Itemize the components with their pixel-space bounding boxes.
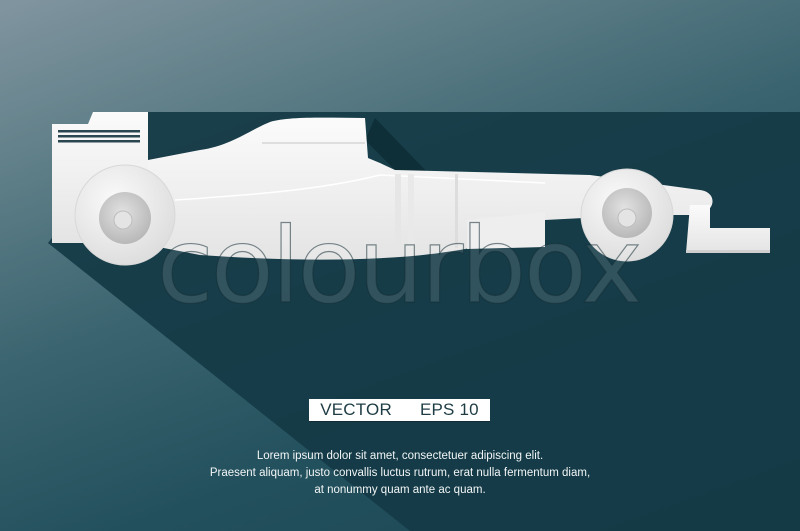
watermark-text: colourbox <box>157 205 640 327</box>
rear-wheel <box>74 164 176 266</box>
description-line: at nonummy quam ante ac quam. <box>314 484 486 496</box>
description-line: Lorem ipsum dolor sit amet, consectetuer… <box>256 450 544 462</box>
format-badge: VECTOR EPS 10 <box>309 399 490 421</box>
front-wheel <box>580 168 674 262</box>
description-line: Praesent aliquam, justo convallis luctus… <box>209 467 591 479</box>
car-body <box>148 117 770 260</box>
badge-vector-label: VECTOR <box>320 400 392 419</box>
description-text: Lorem ipsum dolor sit amet, consectetuer… <box>150 448 650 499</box>
badge-eps-label: EPS 10 <box>419 400 479 419</box>
